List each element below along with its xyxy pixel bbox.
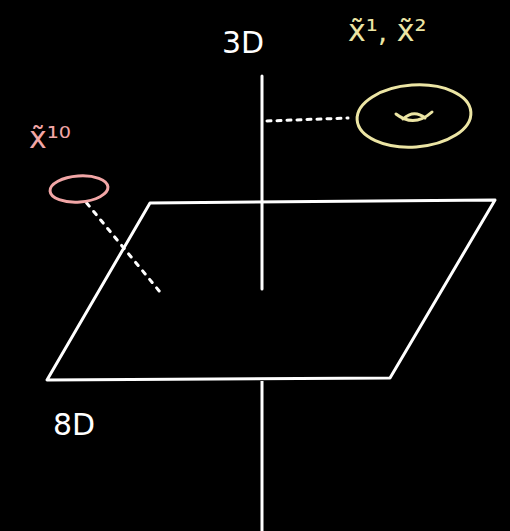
variable-label: x̃¹, x̃² [348, 14, 427, 47]
plane-shape: 8D [45, 198, 497, 382]
dimension-label: 8D [53, 408, 95, 441]
outline [47, 173, 111, 205]
variable-label: x̃¹⁰ [29, 121, 71, 154]
circle-shape: x̃¹⁰ [47, 173, 111, 205]
outline [354, 82, 474, 150]
circle-shape: x̃¹, x̃² [354, 82, 474, 150]
dimension-label: 3D [222, 26, 264, 59]
axis-line [261, 381, 264, 531]
outline [45, 198, 497, 382]
leader-line [267, 118, 348, 121]
axis-line [261, 76, 264, 289]
